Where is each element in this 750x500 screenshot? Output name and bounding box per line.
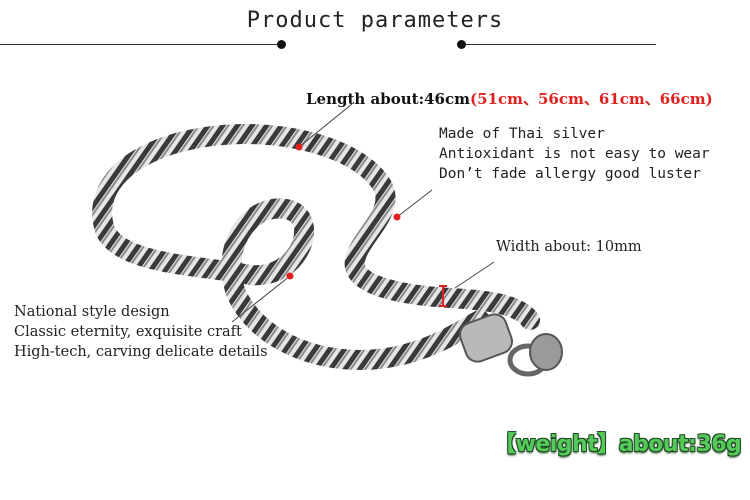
material-line: Don’t fade allergy good luster (439, 166, 701, 182)
design-line: National style design (14, 304, 170, 320)
material-specs: Made of Thai silver Antioxidant is not e… (439, 124, 710, 184)
length-value: 46cm (424, 90, 471, 108)
material-line: Antioxidant is not easy to wear (439, 146, 710, 162)
width-spec: Width about: 10mm (496, 239, 642, 255)
material-line: Made of Thai silver (439, 126, 605, 142)
length-label: Length about: (306, 90, 425, 108)
page-title: Product parameters (246, 8, 504, 33)
length-spec: Length about:46cm(51cm、56cm、61cm、66cm) (306, 88, 713, 109)
length-options: (51cm、56cm、61cm、66cm) (470, 90, 713, 108)
weight-badge: 【weight】about:36g (494, 432, 742, 457)
title-rule-right (461, 44, 656, 45)
title-dot-left (277, 40, 286, 49)
title-rule-left (0, 44, 282, 45)
design-specs: National style design Classic eternity, … (14, 302, 268, 362)
title-dot-right (457, 40, 466, 49)
design-line: Classic eternity, exquisite craft (14, 324, 242, 340)
design-line: High-tech, carving delicate details (14, 344, 268, 360)
